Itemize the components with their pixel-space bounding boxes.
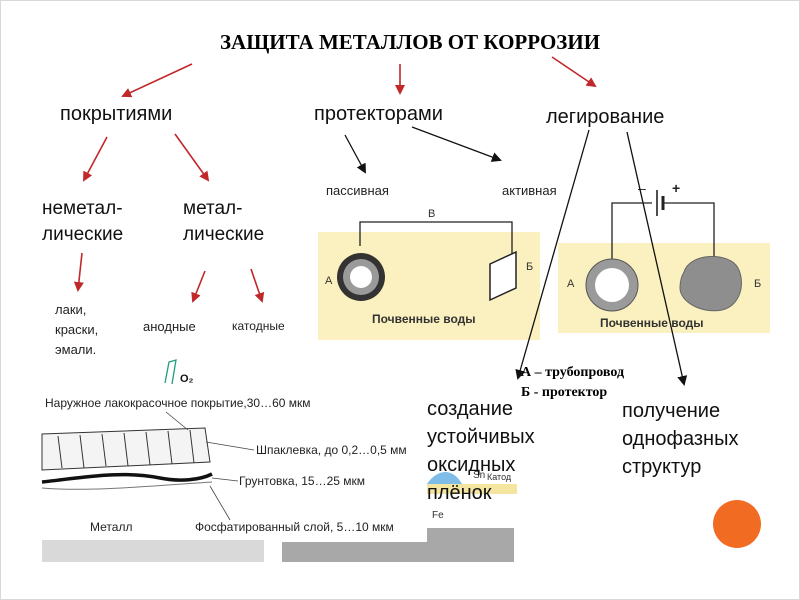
cathodic-label: катодные — [232, 319, 285, 333]
passive-label-a: А — [325, 275, 333, 287]
leader-paint — [165, 411, 189, 431]
putty-hatching — [57, 429, 195, 469]
tin-sn-label: Sn — [473, 470, 486, 481]
tin-layer — [427, 484, 517, 494]
tin-cathode-label: Катод — [487, 472, 512, 482]
active-protector-anode — [679, 255, 742, 312]
anodic-label: анодные — [143, 319, 196, 334]
oxygen-arrow — [164, 359, 177, 385]
arrow-nonmetal-to-examples — [73, 252, 84, 292]
tin-fe-label: Fe — [432, 510, 444, 521]
metal-caption: Металл — [90, 520, 133, 534]
phosphate-layer — [41, 481, 213, 490]
arrow-metal-to-anodic — [191, 270, 206, 303]
paint-caption: Наружное лакокрасочное покрытие,30…60 мк… — [45, 396, 311, 410]
leader-primer — [211, 477, 239, 482]
active-label-b: Б — [754, 278, 762, 290]
o2-label: O₂ — [180, 373, 194, 385]
legend-line-b: Б - протектор — [521, 385, 608, 400]
page-title: ЗАЩИТА МЕТАЛЛОВ ОТ КОРРОЗИИ — [219, 30, 601, 54]
leader-putty — [205, 441, 255, 451]
phosphate-caption: Фосфатированный слой, 5…10 мкм — [195, 520, 394, 534]
passive-protector-plate — [489, 250, 517, 302]
arrow-title-to-alloying — [551, 56, 597, 88]
putty-caption: Шпаклевка, до 0,2…0,5 мм — [256, 443, 407, 457]
arrow-alloying-to-oxides — [515, 129, 590, 380]
passive-label-b: Б — [526, 261, 534, 273]
active-pipe-inner — [595, 268, 629, 302]
leader-phosphate — [209, 485, 231, 521]
primer-caption: Грунтовка, 15…25 мкм — [239, 474, 366, 488]
plus-sign: + — [672, 180, 681, 196]
passive-soil-label: Почвенные воды — [372, 312, 476, 326]
passive-label-v: В — [428, 208, 436, 220]
nonmetal-label: неметал- лические — [42, 198, 124, 245]
example-item: краски, — [55, 322, 99, 337]
active-soil-label: Почвенные воды — [600, 316, 704, 330]
active-label-a: А — [567, 278, 575, 290]
example-item: лаки, — [55, 302, 87, 317]
tin-cover — [282, 480, 427, 542]
arrow-coatings-to-metal — [174, 133, 210, 182]
passive-pipe-inner — [350, 266, 372, 288]
decorative-orange-circle — [713, 500, 761, 548]
legend: А – трубопровод Б - протектор — [521, 363, 624, 403]
branch-protectors: протекторами — [314, 103, 443, 125]
arrow-metal-to-cathodic — [250, 268, 265, 303]
branch-coatings: покрытиями — [60, 103, 173, 125]
legend-line-a: А – трубопровод — [521, 365, 625, 380]
branch-alloying: легирование — [546, 106, 665, 128]
arrow-protectors-to-active — [411, 126, 502, 162]
metal-label: метал- лические — [183, 198, 265, 245]
active-wire-right — [664, 202, 715, 262]
minus-sign: – — [638, 180, 646, 196]
example-item: эмали. — [55, 342, 97, 357]
active-wire-left — [611, 202, 652, 262]
arrow-protectors-to-passive — [344, 134, 366, 174]
arrow-title-to-coatings — [121, 63, 193, 98]
arrow-coatings-to-nonmetal — [83, 136, 108, 182]
arrow-alloying-to-structures — [626, 131, 688, 386]
active-label: активная — [502, 183, 557, 198]
primer-layer — [41, 472, 213, 484]
alloying-result-oxides: создание устойчивых оксидных плёнок — [427, 398, 535, 504]
nonmetal-examples: лаки, краски, эмали. — [55, 300, 98, 360]
metal-base — [42, 540, 264, 562]
passive-wire — [359, 221, 513, 256]
tin-drop — [427, 471, 462, 484]
alloying-result-structures: получение однофазных структур — [622, 400, 739, 478]
passive-label: пассивная — [326, 183, 389, 198]
